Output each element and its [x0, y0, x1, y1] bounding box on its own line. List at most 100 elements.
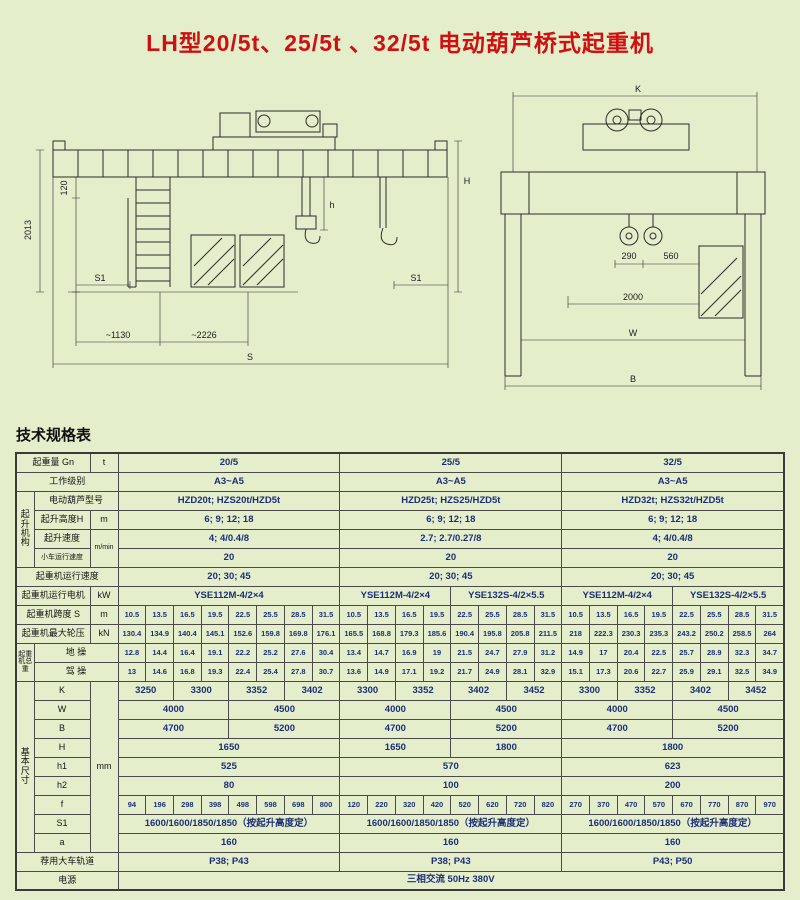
spec-cell: 470 — [616, 794, 646, 815]
spec-cell: P43; P50 — [561, 851, 785, 872]
spec-cell: 94 — [117, 794, 147, 815]
row-header: 小车运行速度 — [33, 547, 91, 568]
spec-cell: 250.2 — [699, 623, 729, 644]
spec-cell: 3402 — [283, 680, 341, 701]
hook-pulleys — [619, 214, 663, 246]
spec-cell: 134.9 — [145, 623, 174, 644]
spec-cell: 1600/1600/1850/1850（按起升高度定） — [117, 813, 341, 834]
spec-cell: 32.3 — [727, 642, 757, 663]
spec-cell: 4700 — [339, 718, 452, 739]
spec-cell: 5200 — [450, 718, 563, 739]
spec-cell: HZD20t; HZS20t/HZD5t — [117, 490, 341, 511]
spec-cell: 4700 — [561, 718, 674, 739]
spec-cell: 28.9 — [699, 642, 729, 663]
spec-cell: 25/5 — [339, 452, 563, 473]
spec-cell: 720 — [505, 794, 535, 815]
spec-cell: 25.9 — [672, 661, 701, 682]
spec-cell: 4; 4/0.4/8 — [117, 528, 341, 549]
spec-cell: 19.1 — [200, 642, 230, 663]
spec-cell: 570 — [644, 794, 674, 815]
row-header: m — [89, 604, 119, 625]
spec-cell: 1600/1600/1850/1850（按起升高度定） — [561, 813, 785, 834]
row-header: 基本尺寸 — [15, 680, 35, 853]
spec-cell: 3352 — [616, 680, 674, 701]
spec-cell: 29.1 — [699, 661, 729, 682]
spec-cell: 30.4 — [311, 642, 341, 663]
spec-cell: 28.5 — [505, 604, 535, 625]
spec-cell: 264 — [755, 623, 785, 644]
spec-cell: A3~A5 — [561, 471, 785, 492]
spec-cell: 17 — [589, 642, 618, 663]
spec-cell: 19.5 — [200, 604, 230, 625]
row-header: t — [89, 452, 119, 473]
spec-cell: 28.1 — [505, 661, 535, 682]
spec-cell: 10.5 — [117, 604, 147, 625]
cab-end-view — [698, 245, 744, 319]
spec-cell: 31.5 — [533, 604, 563, 625]
spec-cell: 4500 — [228, 699, 341, 720]
spec-cell: 19.3 — [200, 661, 230, 682]
spec-cell: 620 — [478, 794, 507, 815]
spec-cell: 100 — [339, 775, 563, 796]
spec-cell: 19.5 — [422, 604, 452, 625]
spec-cell: 870 — [727, 794, 757, 815]
row-header: 起重机运行速度 — [15, 566, 119, 587]
row-header: 电源 — [15, 870, 119, 891]
spec-cell: 235.3 — [644, 623, 674, 644]
spec-cell: 20.6 — [616, 661, 646, 682]
spec-cell: 176.1 — [311, 623, 341, 644]
spec-cell: 15.1 — [561, 661, 590, 682]
spec-cell: 20; 30; 45 — [561, 566, 785, 587]
spec-cell: 20.4 — [616, 642, 646, 663]
dim-label-W: W — [629, 328, 638, 338]
spec-cell: P38; P43 — [117, 851, 341, 872]
spec-cell: 670 — [672, 794, 701, 815]
spec-cell: 25.2 — [256, 642, 285, 663]
row-header: 起重机运行电机 — [15, 585, 91, 606]
end-frame-legs — [504, 214, 762, 377]
spec-cell: 5200 — [228, 718, 341, 739]
spec-cell: 270 — [561, 794, 590, 815]
spec-cell: 6; 9; 12; 18 — [117, 509, 341, 530]
spec-cell: 5200 — [672, 718, 785, 739]
row-header: 起升机构 — [15, 490, 35, 568]
row-header: f — [33, 794, 91, 815]
spec-cell: 598 — [256, 794, 285, 815]
spec-cell: 25.5 — [478, 604, 507, 625]
spec-cell: 6; 9; 12; 18 — [561, 509, 785, 530]
page-title: LH型20/5t、25/5t 、32/5t 电动葫芦桥式起重机 — [146, 30, 654, 56]
spec-cell: 1600/1600/1850/1850（按起升高度定） — [339, 813, 563, 834]
dimension-lines: 2013 120 h H S1 S1 ~1130 ~2226 S — [23, 140, 470, 368]
spec-cell: 222.3 — [589, 623, 618, 644]
spec-cell: 14.6 — [145, 661, 174, 682]
spec-cell: 1800 — [561, 737, 785, 758]
dim-label-2013: 2013 — [23, 220, 33, 240]
row-header: 起重机总重 — [15, 642, 35, 682]
spec-cell: 19.5 — [644, 604, 674, 625]
spec-cell: 22.5 — [228, 604, 258, 625]
row-header: kW — [89, 585, 119, 606]
spec-cell: 21.5 — [450, 642, 480, 663]
spec-cell: 34.9 — [755, 661, 785, 682]
spec-cell: 2.7; 2.7/0.27/8 — [339, 528, 563, 549]
section-heading: 技术规格表 — [16, 427, 92, 444]
dim-label-s1-left: S1 — [94, 273, 105, 283]
spec-cell: 320 — [394, 794, 424, 815]
row-header: m — [89, 509, 119, 530]
spec-cell: 498 — [228, 794, 258, 815]
spec-cell: 4000 — [117, 699, 230, 720]
spec-cell: 25.7 — [672, 642, 701, 663]
spec-cell: 570 — [339, 756, 563, 777]
spec-cell: HZD25t; HZS25/HZD5t — [339, 490, 563, 511]
spec-cell: 1650 — [339, 737, 452, 758]
spec-cell: 3300 — [172, 680, 230, 701]
spec-cell: P38; P43 — [339, 851, 563, 872]
spec-cell: 420 — [422, 794, 452, 815]
spec-cell: 623 — [561, 756, 785, 777]
